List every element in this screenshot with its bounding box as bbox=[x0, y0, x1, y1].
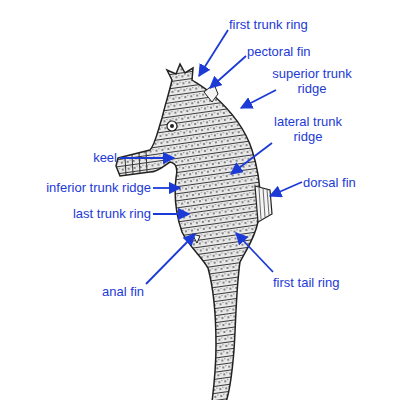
part-label: last trunk ring bbox=[25, 206, 151, 221]
part-label: pectoral fin bbox=[247, 44, 347, 59]
seahorse-body bbox=[116, 64, 260, 400]
part-label: dorsal fin bbox=[303, 175, 393, 190]
part-label: anal fin bbox=[55, 284, 144, 299]
part-label: inferior trunk ridge bbox=[5, 180, 151, 195]
part-label: lateral trunk ridge bbox=[266, 114, 350, 144]
seahorse-eye bbox=[167, 121, 177, 131]
part-label: first trunk ring bbox=[229, 17, 349, 32]
part-label: superior trunk ridge bbox=[270, 66, 354, 96]
dorsal-fin-rays bbox=[259, 188, 269, 219]
part-label: keel bbox=[55, 150, 117, 165]
part-label: first tail ring bbox=[273, 275, 383, 290]
seahorse-pupil bbox=[170, 124, 174, 128]
dorsal-fin bbox=[255, 186, 272, 222]
snout-stripes bbox=[125, 151, 147, 175]
